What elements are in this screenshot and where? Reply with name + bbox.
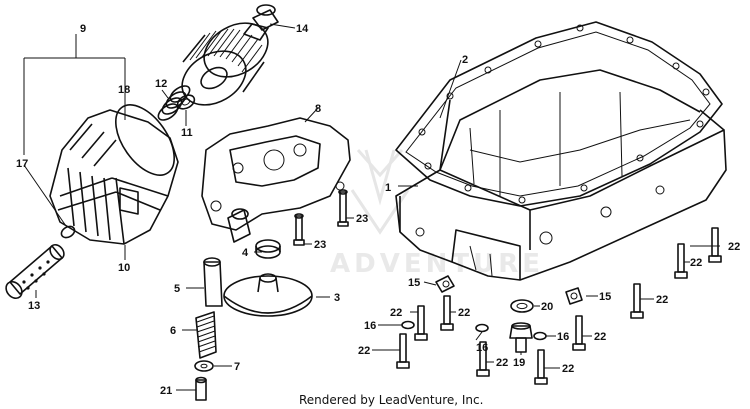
callout-16-b: 16	[476, 342, 488, 354]
part-15-clip-b	[565, 287, 583, 305]
credit-text: Rendered by LeadVenture, Inc.	[299, 393, 483, 407]
part-10-filter-cover	[49, 109, 179, 245]
callout-6: 6	[170, 325, 176, 337]
callout-15-a: 15	[408, 277, 420, 289]
part-7-washer	[194, 360, 214, 372]
part-19-drain-bolt	[509, 322, 533, 353]
callout-21: 21	[160, 385, 172, 397]
callout-13: 13	[28, 300, 40, 312]
part-3-strainer	[223, 273, 313, 317]
callout-20: 20	[541, 301, 553, 313]
callout-22-i: 22	[728, 241, 740, 253]
callout-5: 5	[174, 283, 180, 295]
part-23-bolt-a	[337, 189, 349, 227]
part-17-o-ring	[60, 225, 76, 239]
part-23-bolt-b	[293, 213, 305, 246]
callout-9: 9	[80, 23, 86, 35]
part-6-spring	[195, 311, 217, 359]
part-13-strainer-bolt	[5, 243, 65, 300]
callout-7: 7	[234, 361, 240, 373]
part-5-pipe	[203, 257, 223, 307]
callout-15-b: 15	[599, 291, 611, 303]
callout-22-c: 22	[358, 345, 370, 357]
part-22-bolt-2	[674, 243, 688, 279]
callout-11: 11	[181, 127, 193, 139]
callout-1: 1	[385, 182, 391, 194]
callout-23-a: 23	[356, 213, 368, 225]
part-18-o-ring	[115, 104, 175, 176]
leader-lines	[23, 23, 720, 391]
callout-22-e: 22	[562, 363, 574, 375]
part-11-washer	[176, 94, 196, 110]
callout-22-h: 22	[690, 257, 702, 269]
callout-17: 17	[16, 158, 28, 170]
callout-22-a: 22	[390, 307, 402, 319]
callout-labels: 9 14 18 12 11 17 10 13 8 2 1 4 5 6 7 21 …	[16, 23, 740, 397]
part-12-spring	[157, 85, 191, 121]
callout-4: 4	[242, 247, 249, 259]
part-1-oil-pan	[395, 69, 727, 281]
callout-22-g: 22	[656, 294, 668, 306]
callout-10: 10	[118, 262, 130, 274]
callout-16-a: 16	[364, 320, 376, 332]
part-22-bolt-1	[708, 227, 722, 263]
part-20-gasket	[510, 299, 534, 313]
part-4-collar	[255, 239, 281, 259]
oil-filter-element	[181, 22, 269, 106]
part-22-bolt-4	[414, 305, 428, 341]
callout-2: 2	[462, 54, 468, 66]
watermark-logo: ADVENTURE	[330, 149, 544, 279]
part-22-bolt-5	[440, 295, 454, 331]
callout-18: 18	[118, 84, 130, 96]
part-2-gasket	[395, 21, 723, 207]
part-22-bolt-7	[476, 341, 490, 377]
part-22-bolt-9	[572, 315, 586, 351]
part-16-washer-a	[401, 320, 415, 330]
callout-23-b: 23	[314, 239, 326, 251]
callout-22-d: 22	[496, 357, 508, 369]
callout-14: 14	[296, 23, 309, 35]
callout-22-f: 22	[594, 331, 606, 343]
callout-22-b: 22	[458, 307, 470, 319]
part-22-bolt-3	[630, 283, 644, 319]
part-22-bolt-8	[534, 349, 548, 385]
part-16-washer-b	[475, 323, 489, 333]
part-22-bolt-6	[396, 333, 410, 369]
part-8-oil-pump	[201, 117, 351, 243]
part-16-washer-c	[533, 331, 547, 341]
callout-16-c: 16	[557, 331, 569, 343]
part-14-fitting	[243, 4, 279, 41]
callout-3: 3	[334, 292, 340, 304]
part-21-bolt	[195, 376, 207, 401]
callout-12: 12	[155, 78, 167, 90]
part-15-clip-a	[435, 275, 455, 293]
callout-8: 8	[315, 103, 321, 115]
callout-19: 19	[513, 357, 525, 369]
watermark-text: ADVENTURE	[330, 249, 544, 279]
